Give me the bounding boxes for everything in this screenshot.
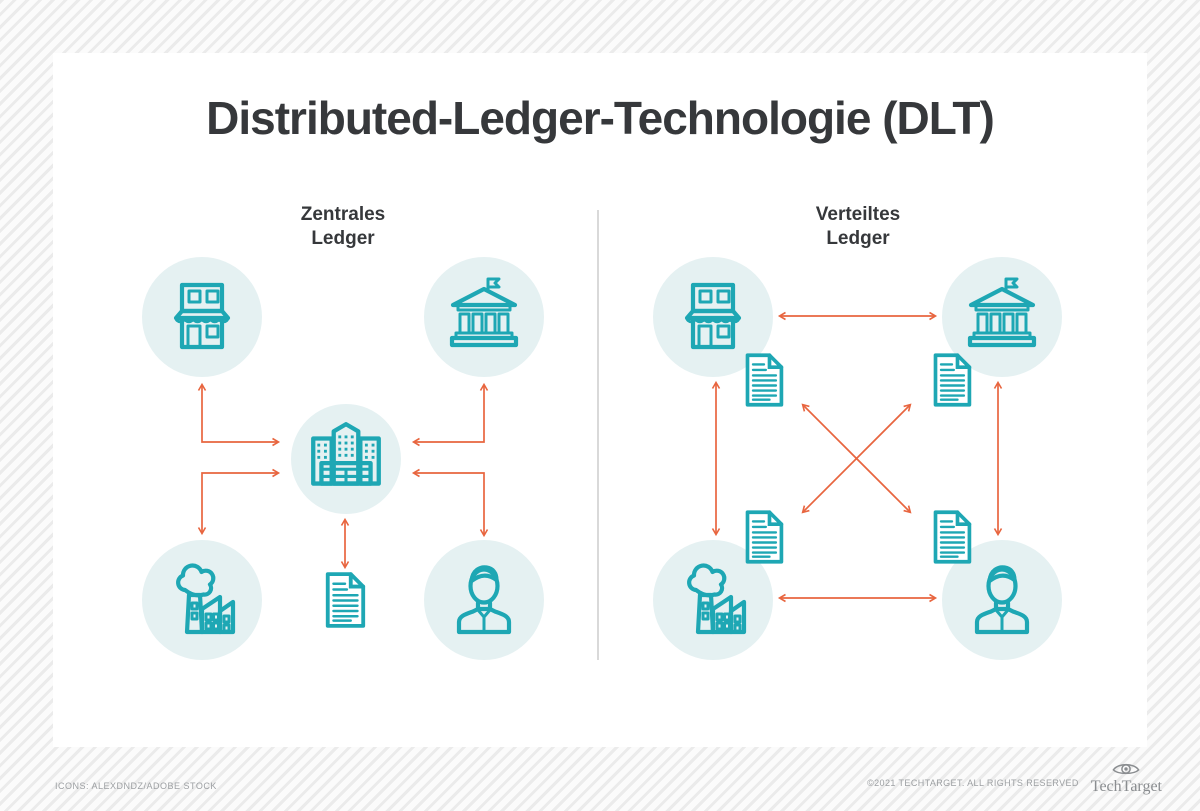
page-title: Distributed-Ledger-Technologie (DLT) [206, 92, 995, 144]
factory-icon [687, 563, 747, 635]
right-panel-heading-line2: Ledger [826, 227, 890, 249]
right-panel-heading-line1: Verteiltes [815, 204, 901, 225]
arrow-shop-person [801, 403, 912, 514]
bank-icon [967, 277, 1037, 348]
ledger-document-icon [742, 351, 786, 414]
left-shop-node [142, 257, 262, 377]
corporate-buildings-icon [311, 422, 381, 486]
shop-icon [173, 282, 231, 350]
left-bank-node [424, 257, 544, 377]
copyright-text: ©2021 TECHTARGET. ALL RIGHTS RESERVED [867, 778, 1079, 788]
right-bank-node [942, 257, 1062, 377]
bank-icon [449, 277, 519, 348]
techtarget-wordmark: TechTarget [1090, 778, 1162, 795]
ledger-document-icon [322, 570, 368, 635]
techtarget-logo: TechTarget [1091, 760, 1162, 795]
person-icon [456, 565, 512, 635]
icons-credit: ICONS: ALEXDNDZ/ADOBE STOCK [55, 781, 217, 791]
left-factory-node [142, 540, 262, 660]
left-panel-heading-line2: Ledger [311, 227, 375, 249]
ledger-document-icon [742, 508, 786, 571]
left-panel-heading-line1: Zentrales [300, 204, 386, 225]
left-panel-heading: Zentrales Ledger [243, 203, 443, 251]
central-ledger-node [291, 404, 401, 514]
techtarget-eye-icon [1112, 763, 1141, 775]
person-icon [974, 565, 1030, 635]
arrow-person-center [411, 468, 489, 538]
shop-icon [684, 282, 742, 350]
infographic-card: Distributed-Ledger-Technologie (DLT) Zen… [53, 53, 1147, 747]
arrow-factory-center [197, 468, 281, 536]
ledger-document-icon [930, 508, 974, 571]
arrow-bank-factory [801, 403, 912, 514]
left-person-node [424, 540, 544, 660]
footer-right: ©2021 TECHTARGET. ALL RIGHTS RESERVED Te… [867, 760, 1162, 795]
right-panel-heading: Verteiltes Ledger [758, 203, 958, 251]
arrow-shop-center [197, 382, 281, 447]
ledger-document-icon [930, 351, 974, 414]
arrow-bank-center [411, 382, 489, 447]
factory-icon [176, 563, 236, 635]
